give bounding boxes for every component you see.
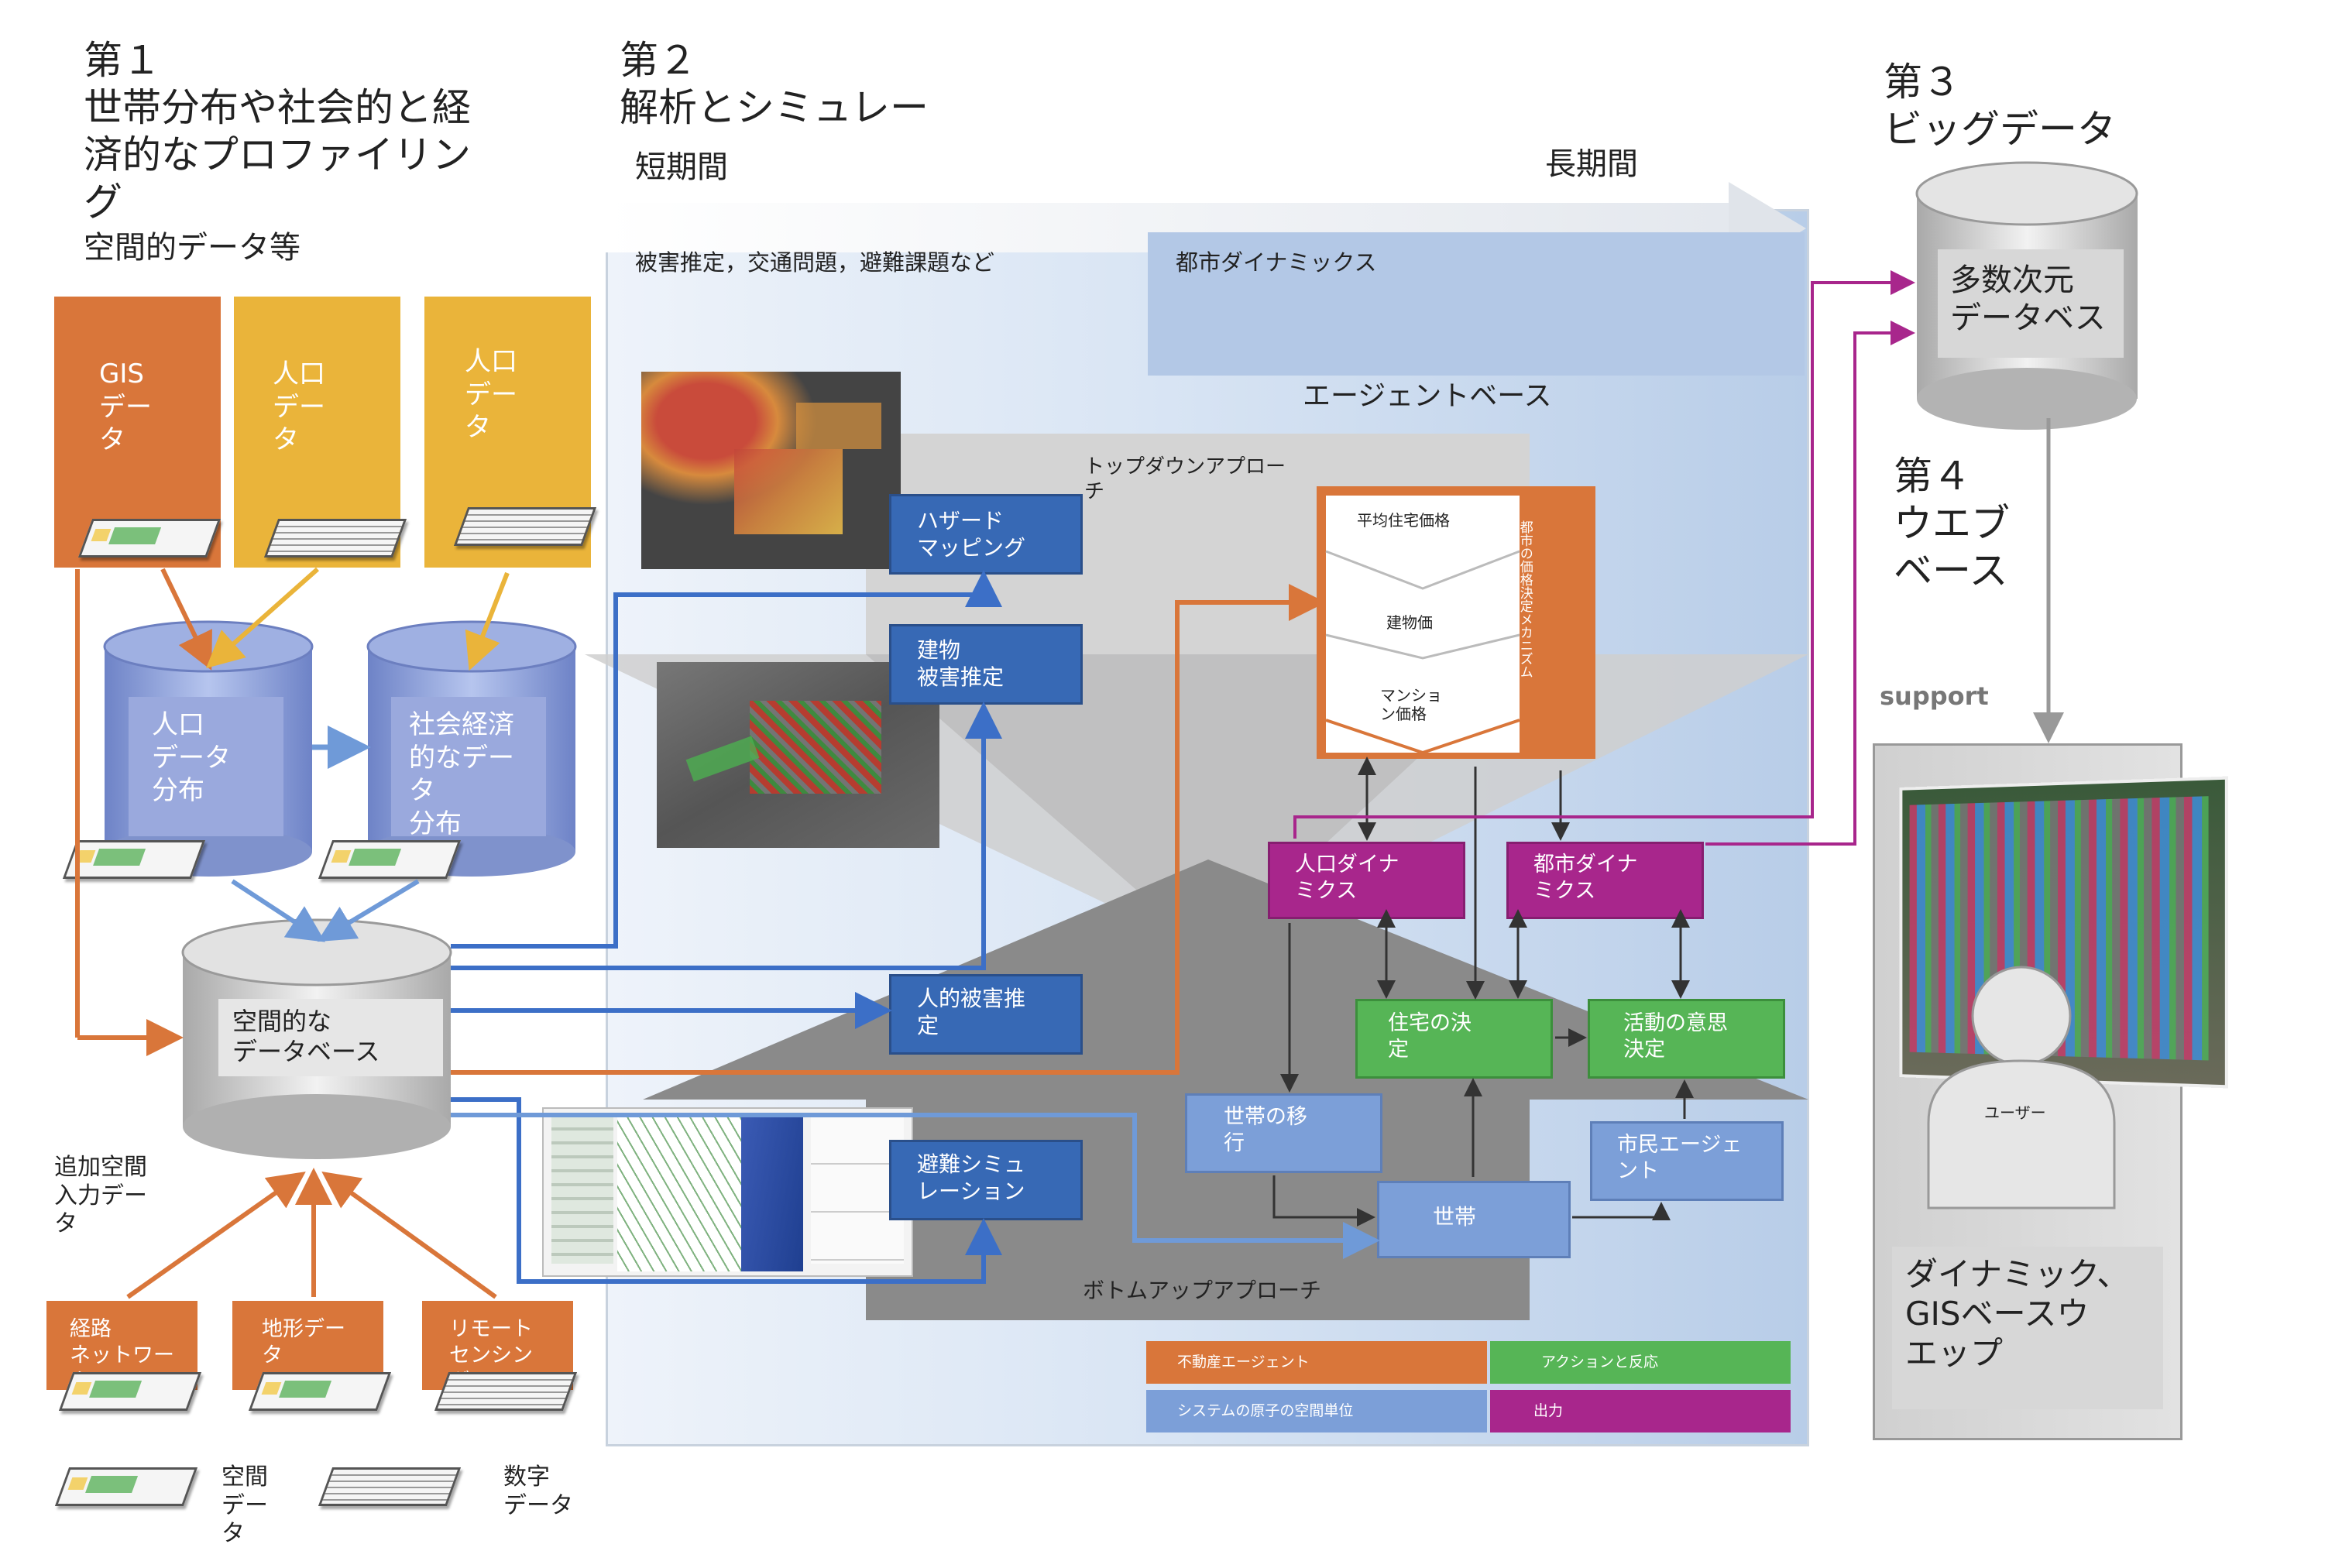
connector-arrows bbox=[0, 0, 2349, 1568]
